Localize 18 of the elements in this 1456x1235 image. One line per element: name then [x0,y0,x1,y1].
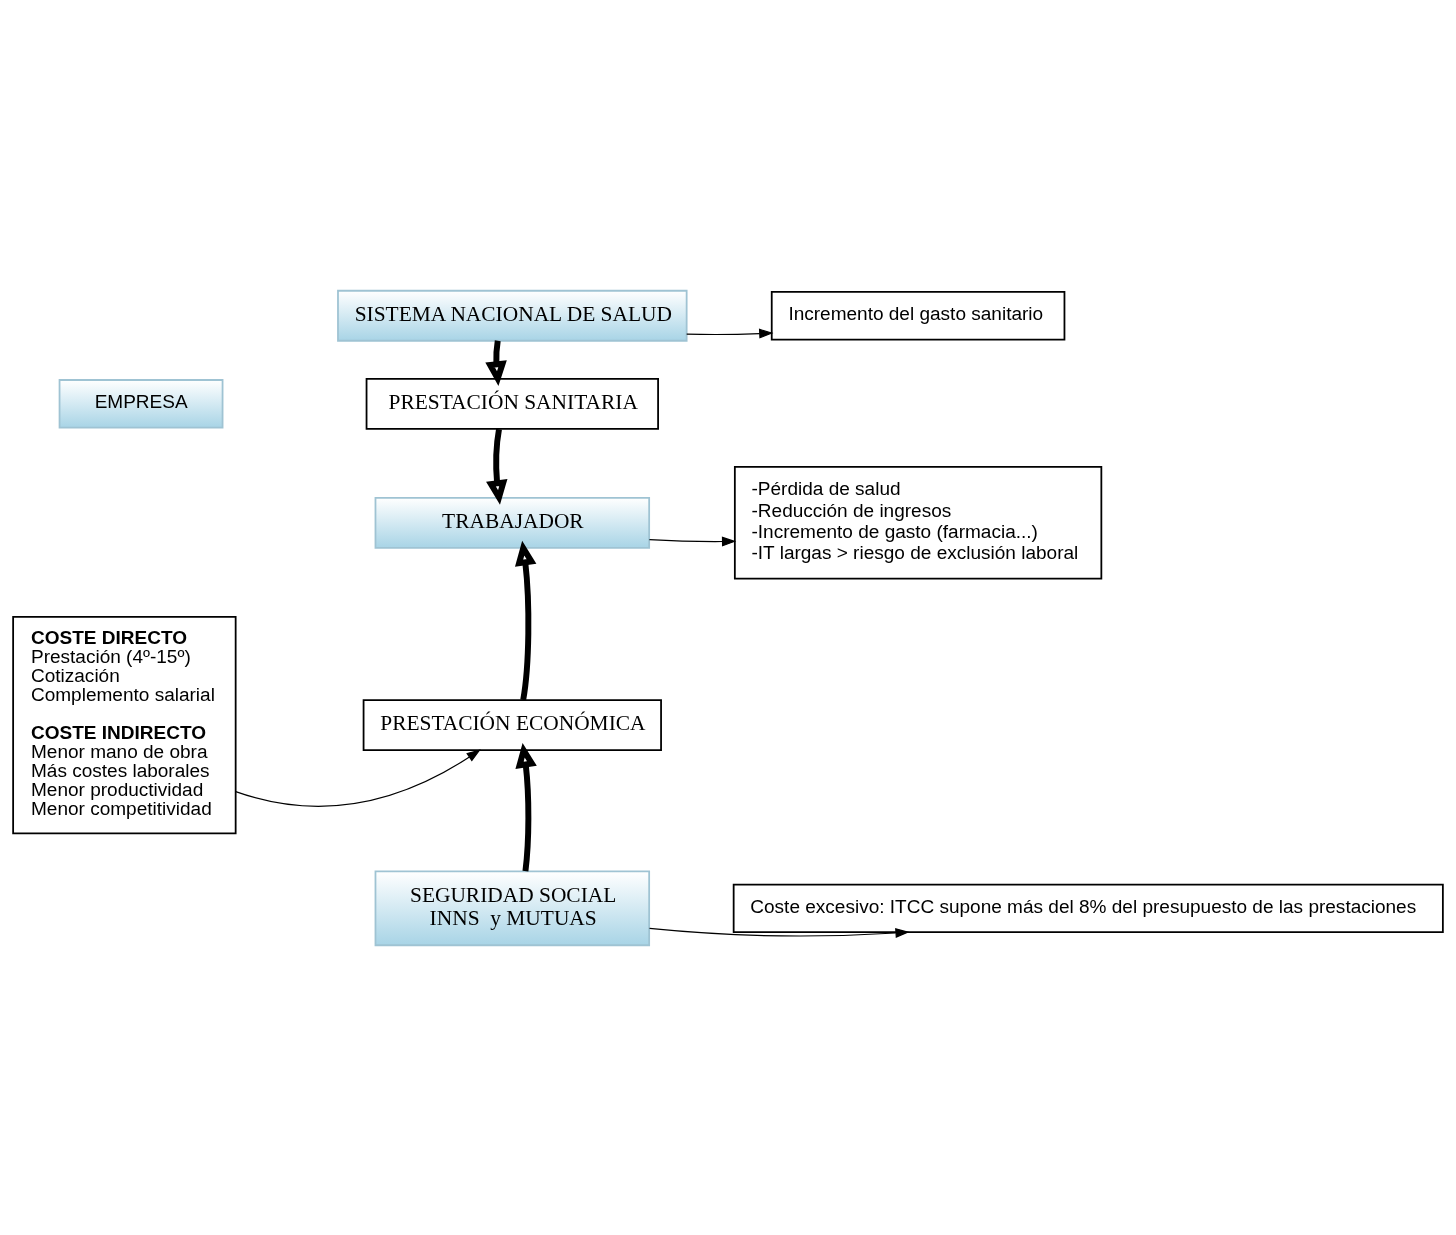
arrow [648,927,910,938]
node-box: COSTE DIRECTO Prestación (4º-15º) Cotización Complemento salarial COSTE INDIRECTO Menor mano de obra Más costes laborales Menor productividad Menor competitividad [12,615,237,834]
arrow [686,328,774,339]
node-box: Coste excesivo: ITCC supone más del 8% del presupuesto de las prestaciones [732,883,1444,933]
arrow [235,748,481,807]
arrow [515,742,537,871]
arrow [485,339,507,386]
node-box: SISTEMA NACIONAL DE SALUD [337,289,688,342]
node-box: PRESTACIÓN ECONÓMICA [362,698,662,751]
arrow [486,428,508,505]
arrow [515,540,537,700]
arrow [648,536,737,547]
node-box: EMPRESA [58,378,224,428]
node-box: PRESTACIÓN SANITARIA [365,377,659,430]
node-box: Incremento del gasto sanitario [770,290,1066,340]
node-box: -Pérdida de salud -Reducción de ingresos -Incremento de gasto (farmacia...) -IT largas > riesgo de exclusión laboral [733,465,1103,580]
node-box: TRABAJADOR [374,496,651,549]
node-box: SEGURIDAD SOCIAL INNS y MUTUAS [374,870,651,946]
